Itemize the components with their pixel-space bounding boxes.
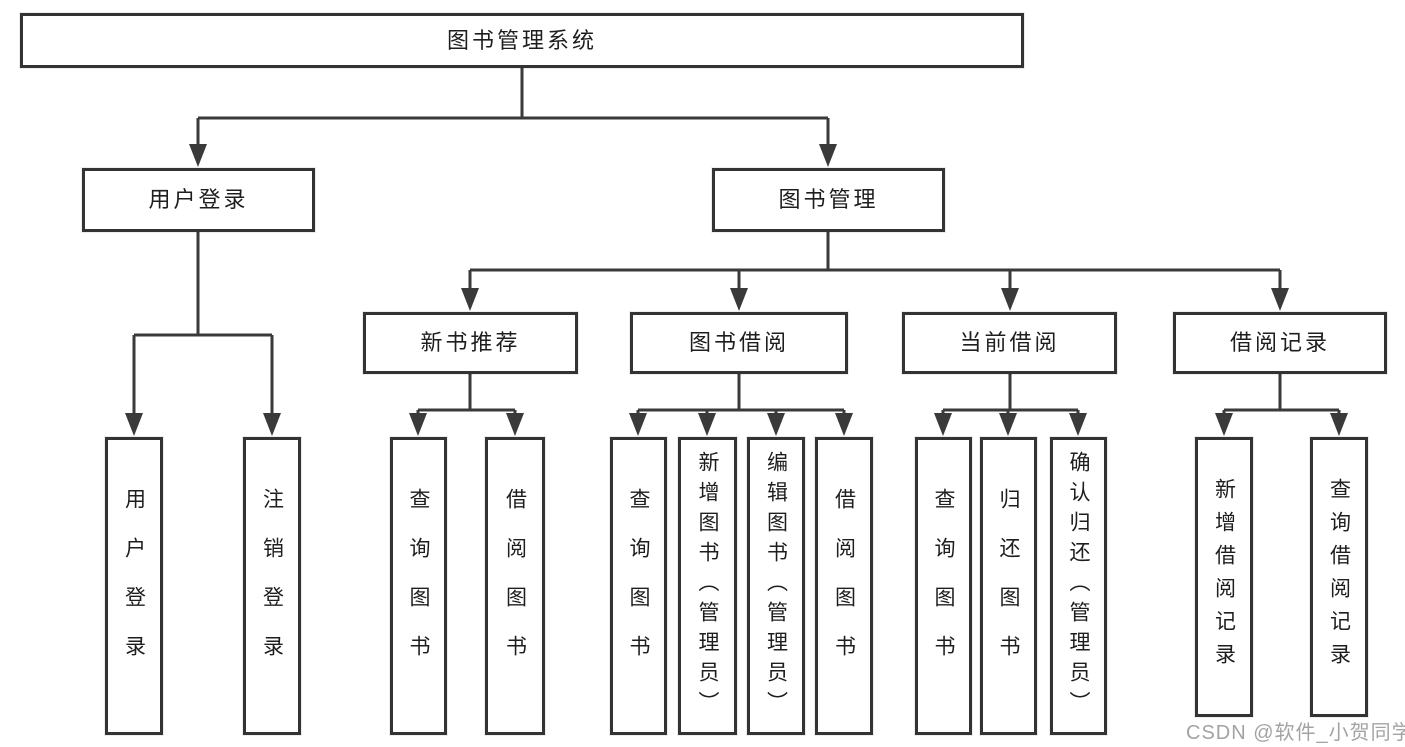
node-borrowing-records: 借阅记录: [1173, 312, 1387, 374]
connector-book-borrowing-branch: [636, 374, 846, 416]
node-new-book-recommendation: 新书推荐: [363, 312, 578, 374]
connector-root-to-level2: [196, 68, 830, 147]
node-borrow-books-action-label: 借阅图书: [832, 488, 856, 684]
node-book-borrowing-label: 图书借阅: [688, 330, 789, 355]
arrowheads-level2: [189, 144, 837, 167]
arrowheads-user-login-leaves: [125, 413, 281, 436]
arrowheads-level3: [461, 288, 1289, 311]
node-query-books-recommend-label: 查询图书: [407, 488, 430, 684]
node-add-borrow-record: 新增借阅记录: [1195, 437, 1253, 717]
node-current-borrowing: 当前借阅: [902, 312, 1117, 374]
node-current-borrowing-label: 当前借阅: [959, 330, 1060, 355]
node-confirm-return-admin-label: 确认归还（管理员）: [1067, 451, 1090, 721]
node-borrow-books-recommend: 借阅图书: [485, 437, 545, 735]
node-query-books-recommend: 查询图书: [390, 437, 447, 735]
node-add-borrow-record-label: 新增借阅记录: [1212, 478, 1236, 676]
node-logout-action: 注销登录: [243, 437, 301, 735]
node-return-book: 归还图书: [980, 437, 1037, 735]
node-query-books-current-label: 查询图书: [932, 488, 955, 684]
node-root: 图书管理系统: [20, 13, 1024, 68]
node-user-login-action-label: 用户登录: [122, 488, 146, 684]
node-logout-action-label: 注销登录: [260, 488, 284, 684]
node-borrowing-records-label: 借阅记录: [1229, 330, 1330, 355]
node-add-book-admin: 新增图书（管理员）: [678, 437, 737, 735]
node-edit-book-admin-label: 编辑图书（管理员）: [764, 451, 788, 721]
connector-new-book-branch: [416, 374, 517, 416]
node-query-borrow-record: 查询借阅记录: [1310, 437, 1368, 717]
connector-book-management-branch: [468, 232, 1282, 291]
csdn-watermark: CSDN @软件_小贺同学: [1186, 722, 1405, 744]
arrowheads-leaves: [409, 413, 1348, 436]
node-edit-book-admin: 编辑图书（管理员）: [747, 437, 805, 735]
node-user-login-label: 用户登录: [148, 187, 249, 212]
node-add-book-admin-label: 新增图书（管理员）: [696, 451, 719, 721]
node-user-login-action: 用户登录: [105, 437, 163, 735]
node-borrow-books-recommend-label: 借阅图书: [503, 488, 527, 684]
node-query-books-borrowing: 查询图书: [610, 437, 667, 735]
connector-borrowing-records-branch: [1222, 374, 1341, 416]
connector-current-borrowing-branch: [941, 374, 1080, 416]
node-root-label: 图书管理系统: [446, 27, 597, 53]
node-new-book-recommendation-label: 新书推荐: [420, 330, 521, 355]
connector-user-login-branch: [132, 232, 274, 416]
node-book-management: 图书管理: [712, 168, 945, 232]
node-query-books-borrowing-label: 查询图书: [627, 488, 650, 684]
node-query-books-current: 查询图书: [915, 437, 972, 735]
node-book-management-label: 图书管理: [778, 187, 879, 212]
node-confirm-return-admin: 确认归还（管理员）: [1050, 437, 1107, 735]
node-query-borrow-record-label: 查询借阅记录: [1327, 478, 1351, 676]
node-borrow-books-action: 借阅图书: [815, 437, 873, 735]
node-user-login: 用户登录: [82, 168, 315, 232]
node-return-book-label: 归还图书: [997, 488, 1020, 684]
node-book-borrowing: 图书借阅: [630, 312, 848, 374]
